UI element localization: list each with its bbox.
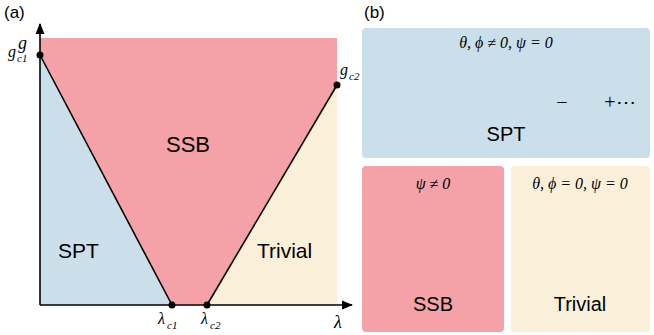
ellipsis: +⋯ <box>604 92 635 112</box>
trivial-region <box>207 85 337 305</box>
minus-sign: − <box>556 92 567 112</box>
phase-name: SPT <box>58 240 99 261</box>
panel-label: (b) <box>364 4 385 21</box>
critical-point <box>37 52 44 59</box>
critical-point <box>334 82 341 89</box>
phase-box: θ, ϕ = 0, ψ = 0 Trivial <box>511 166 650 332</box>
phase-boundary <box>207 85 337 305</box>
lambda-axis <box>40 304 352 306</box>
critical-point <box>169 302 176 309</box>
spt-region <box>40 55 172 305</box>
subscript: c1 <box>17 53 27 64</box>
critical-label: g <box>8 44 16 60</box>
order-parameters: ψ ≠ 0 <box>416 176 451 192</box>
panel-label: (a) <box>4 4 25 21</box>
axis-label: g <box>18 34 27 52</box>
phase-name: Trivial <box>554 294 607 314</box>
order-parameters: θ, ϕ = 0, ψ = 0 <box>532 176 628 192</box>
subscript: c2 <box>349 71 359 82</box>
order-parameters: θ, ϕ ≠ 0, ψ = 0 <box>459 35 553 51</box>
critical-label: λ <box>201 311 208 327</box>
subscript: c1 <box>167 320 177 331</box>
subscript: c2 <box>210 320 220 331</box>
critical-label: λ <box>158 311 165 327</box>
phase-box: θ, ϕ ≠ 0, ψ = 0 − +⋯ SPT <box>362 28 650 158</box>
phase-box: ψ ≠ 0 SSB <box>362 166 504 332</box>
phase-name: SPT <box>487 124 526 144</box>
axis-label: λ <box>334 313 342 331</box>
critical-label: g <box>340 62 348 78</box>
phase-boundary <box>40 55 172 305</box>
critical-point <box>204 302 211 309</box>
phase-name: Trivial <box>257 240 312 261</box>
g-axis <box>39 24 41 305</box>
phase-name: SSB <box>166 134 210 156</box>
phase-name: SSB <box>413 294 453 314</box>
ssb-region <box>40 38 337 305</box>
phase-diagram <box>37 24 353 309</box>
